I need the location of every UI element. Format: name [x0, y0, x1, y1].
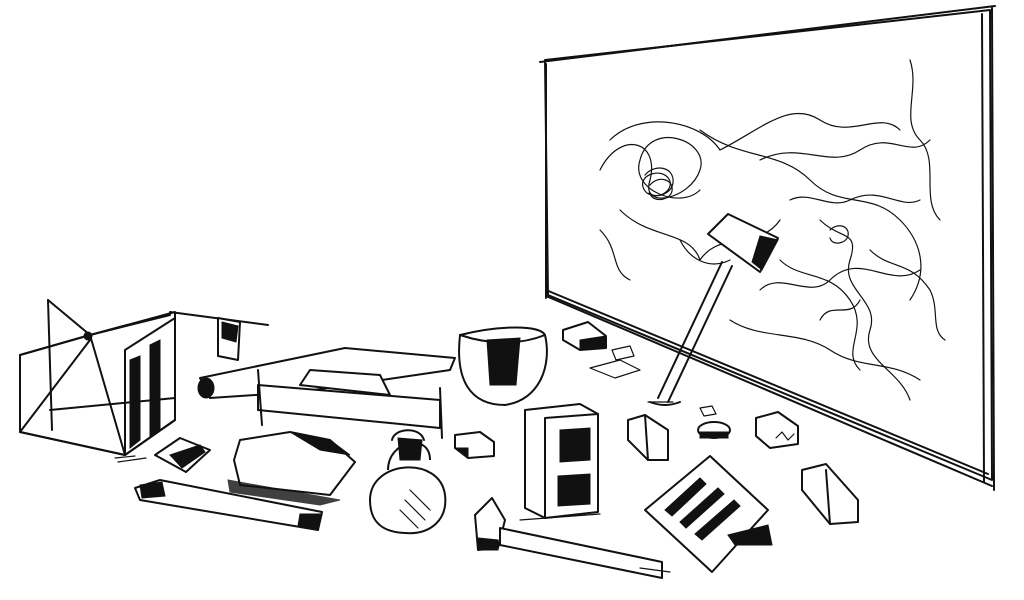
sledgehammer-upright [649, 213, 779, 406]
brick-small-back [562, 321, 607, 351]
brick-standing [627, 414, 669, 461]
bucket [458, 326, 548, 406]
broken-slab [227, 431, 356, 506]
folding-screen [19, 299, 269, 456]
saw [257, 369, 443, 439]
floor-shadows [114, 401, 674, 573]
scribble-marks [599, 59, 946, 401]
perforated-tile [644, 455, 773, 573]
debris-left [154, 437, 211, 473]
rubble-small [589, 345, 717, 417]
hammer-floor [474, 497, 663, 579]
plank-front [134, 479, 323, 531]
brick-right [755, 411, 799, 449]
tape-roll [697, 421, 731, 439]
brick-small-mid [453, 431, 495, 460]
brick-far-right [801, 463, 859, 525]
kettlebell [369, 429, 447, 535]
cinder-block [524, 403, 599, 519]
